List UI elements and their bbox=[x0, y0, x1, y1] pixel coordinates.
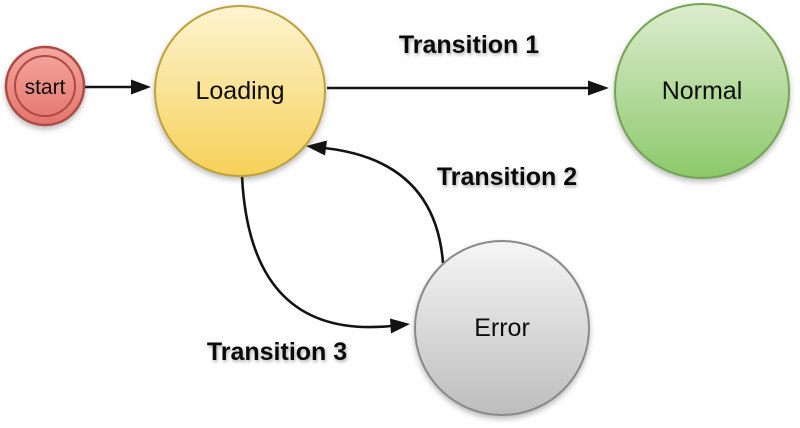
transition-1-arrowhead-icon bbox=[588, 80, 609, 96]
start-arrowhead-icon bbox=[131, 79, 151, 95]
state-node-normal: Normal bbox=[614, 3, 790, 179]
edge-transition-2 bbox=[306, 140, 445, 264]
transition-3-curve bbox=[240, 175, 392, 329]
loading-node-label: Loading bbox=[196, 77, 285, 105]
transition-1-label: Transition 1 bbox=[399, 31, 539, 59]
error-node-label: Error bbox=[474, 314, 530, 342]
edge-start-to-loading bbox=[84, 79, 151, 95]
transition-2-curve bbox=[323, 146, 445, 264]
transition-3-arrowhead-icon bbox=[390, 318, 410, 334]
loading-node-circle bbox=[154, 5, 326, 177]
transition-2-arrowhead-icon bbox=[306, 140, 327, 156]
transition-2-label: Transition 2 bbox=[437, 163, 577, 191]
edge-transition-1 bbox=[327, 80, 609, 96]
state-node-loading: Loading bbox=[154, 5, 326, 177]
start-node-label: start bbox=[25, 76, 66, 99]
start-node-outer-circle bbox=[4, 45, 86, 127]
state-node-error: Error bbox=[414, 240, 590, 416]
transition-3-label: Transition 3 bbox=[207, 338, 347, 366]
error-node-circle bbox=[414, 240, 590, 416]
normal-node-circle bbox=[614, 3, 790, 179]
normal-node-label: Normal bbox=[662, 77, 743, 105]
start-node-inner-ring bbox=[14, 55, 76, 117]
edge-transition-3 bbox=[240, 175, 410, 334]
state-node-start: start bbox=[4, 45, 86, 127]
